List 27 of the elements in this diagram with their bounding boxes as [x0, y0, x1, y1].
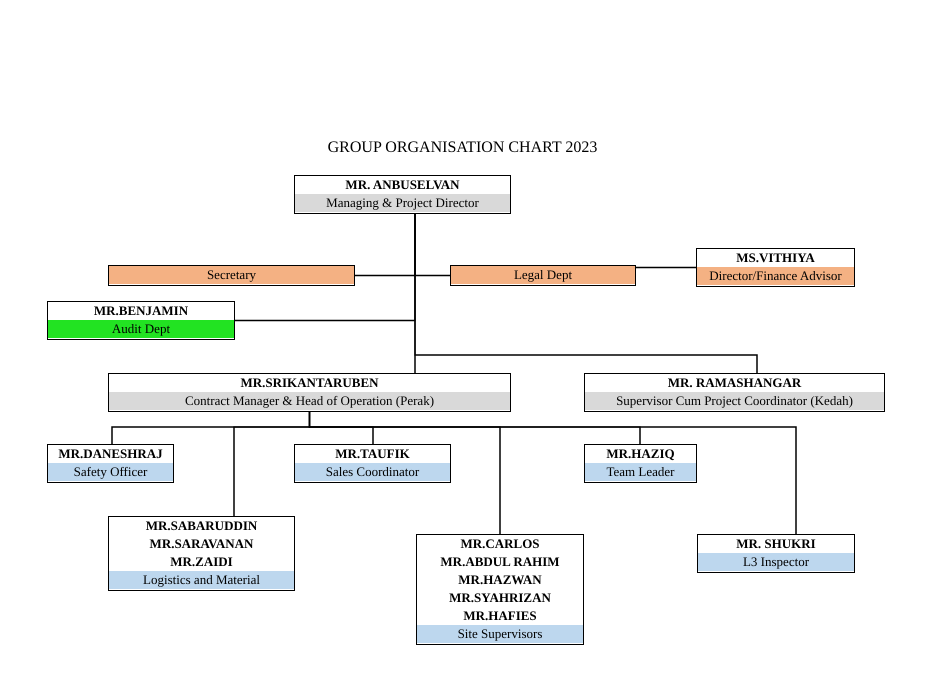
- org-box: [697, 534, 855, 573]
- chart-title: GROUP ORGANISATION CHART 2023: [326, 139, 598, 157]
- connector-line: [636, 266, 696, 268]
- org-box: [108, 516, 295, 591]
- connector-line: [414, 214, 758, 373]
- org-box: [47, 301, 235, 340]
- role-label: Legal Dept: [451, 266, 635, 284]
- role-label: Managing & Project Director: [295, 194, 510, 212]
- role-label: Site Supervisors: [417, 625, 583, 643]
- role-label: Sales Coordinator: [295, 463, 450, 481]
- org-box: [584, 373, 885, 412]
- role-label: Secretary: [109, 266, 354, 284]
- role-label: Contract Manager & Head of Operation (Perak): [109, 392, 510, 410]
- org-box: [108, 373, 511, 412]
- org-box: [416, 534, 584, 645]
- org-box: [584, 444, 697, 483]
- role-label: L3 Inspector: [698, 553, 854, 571]
- role-label: Director/Finance Advisor: [697, 267, 854, 285]
- role-label: Supervisor Cum Project Coordinator (Kedah): [585, 392, 884, 410]
- org-box: [294, 444, 451, 483]
- role-label: Safety Officer: [48, 463, 173, 481]
- role-label: Audit Dept: [48, 320, 234, 338]
- role-label: Team Leader: [585, 463, 696, 481]
- org-box: [47, 444, 174, 483]
- org-box: [294, 175, 511, 214]
- org-box: [696, 248, 855, 287]
- role-label: Logistics and Material: [109, 571, 294, 589]
